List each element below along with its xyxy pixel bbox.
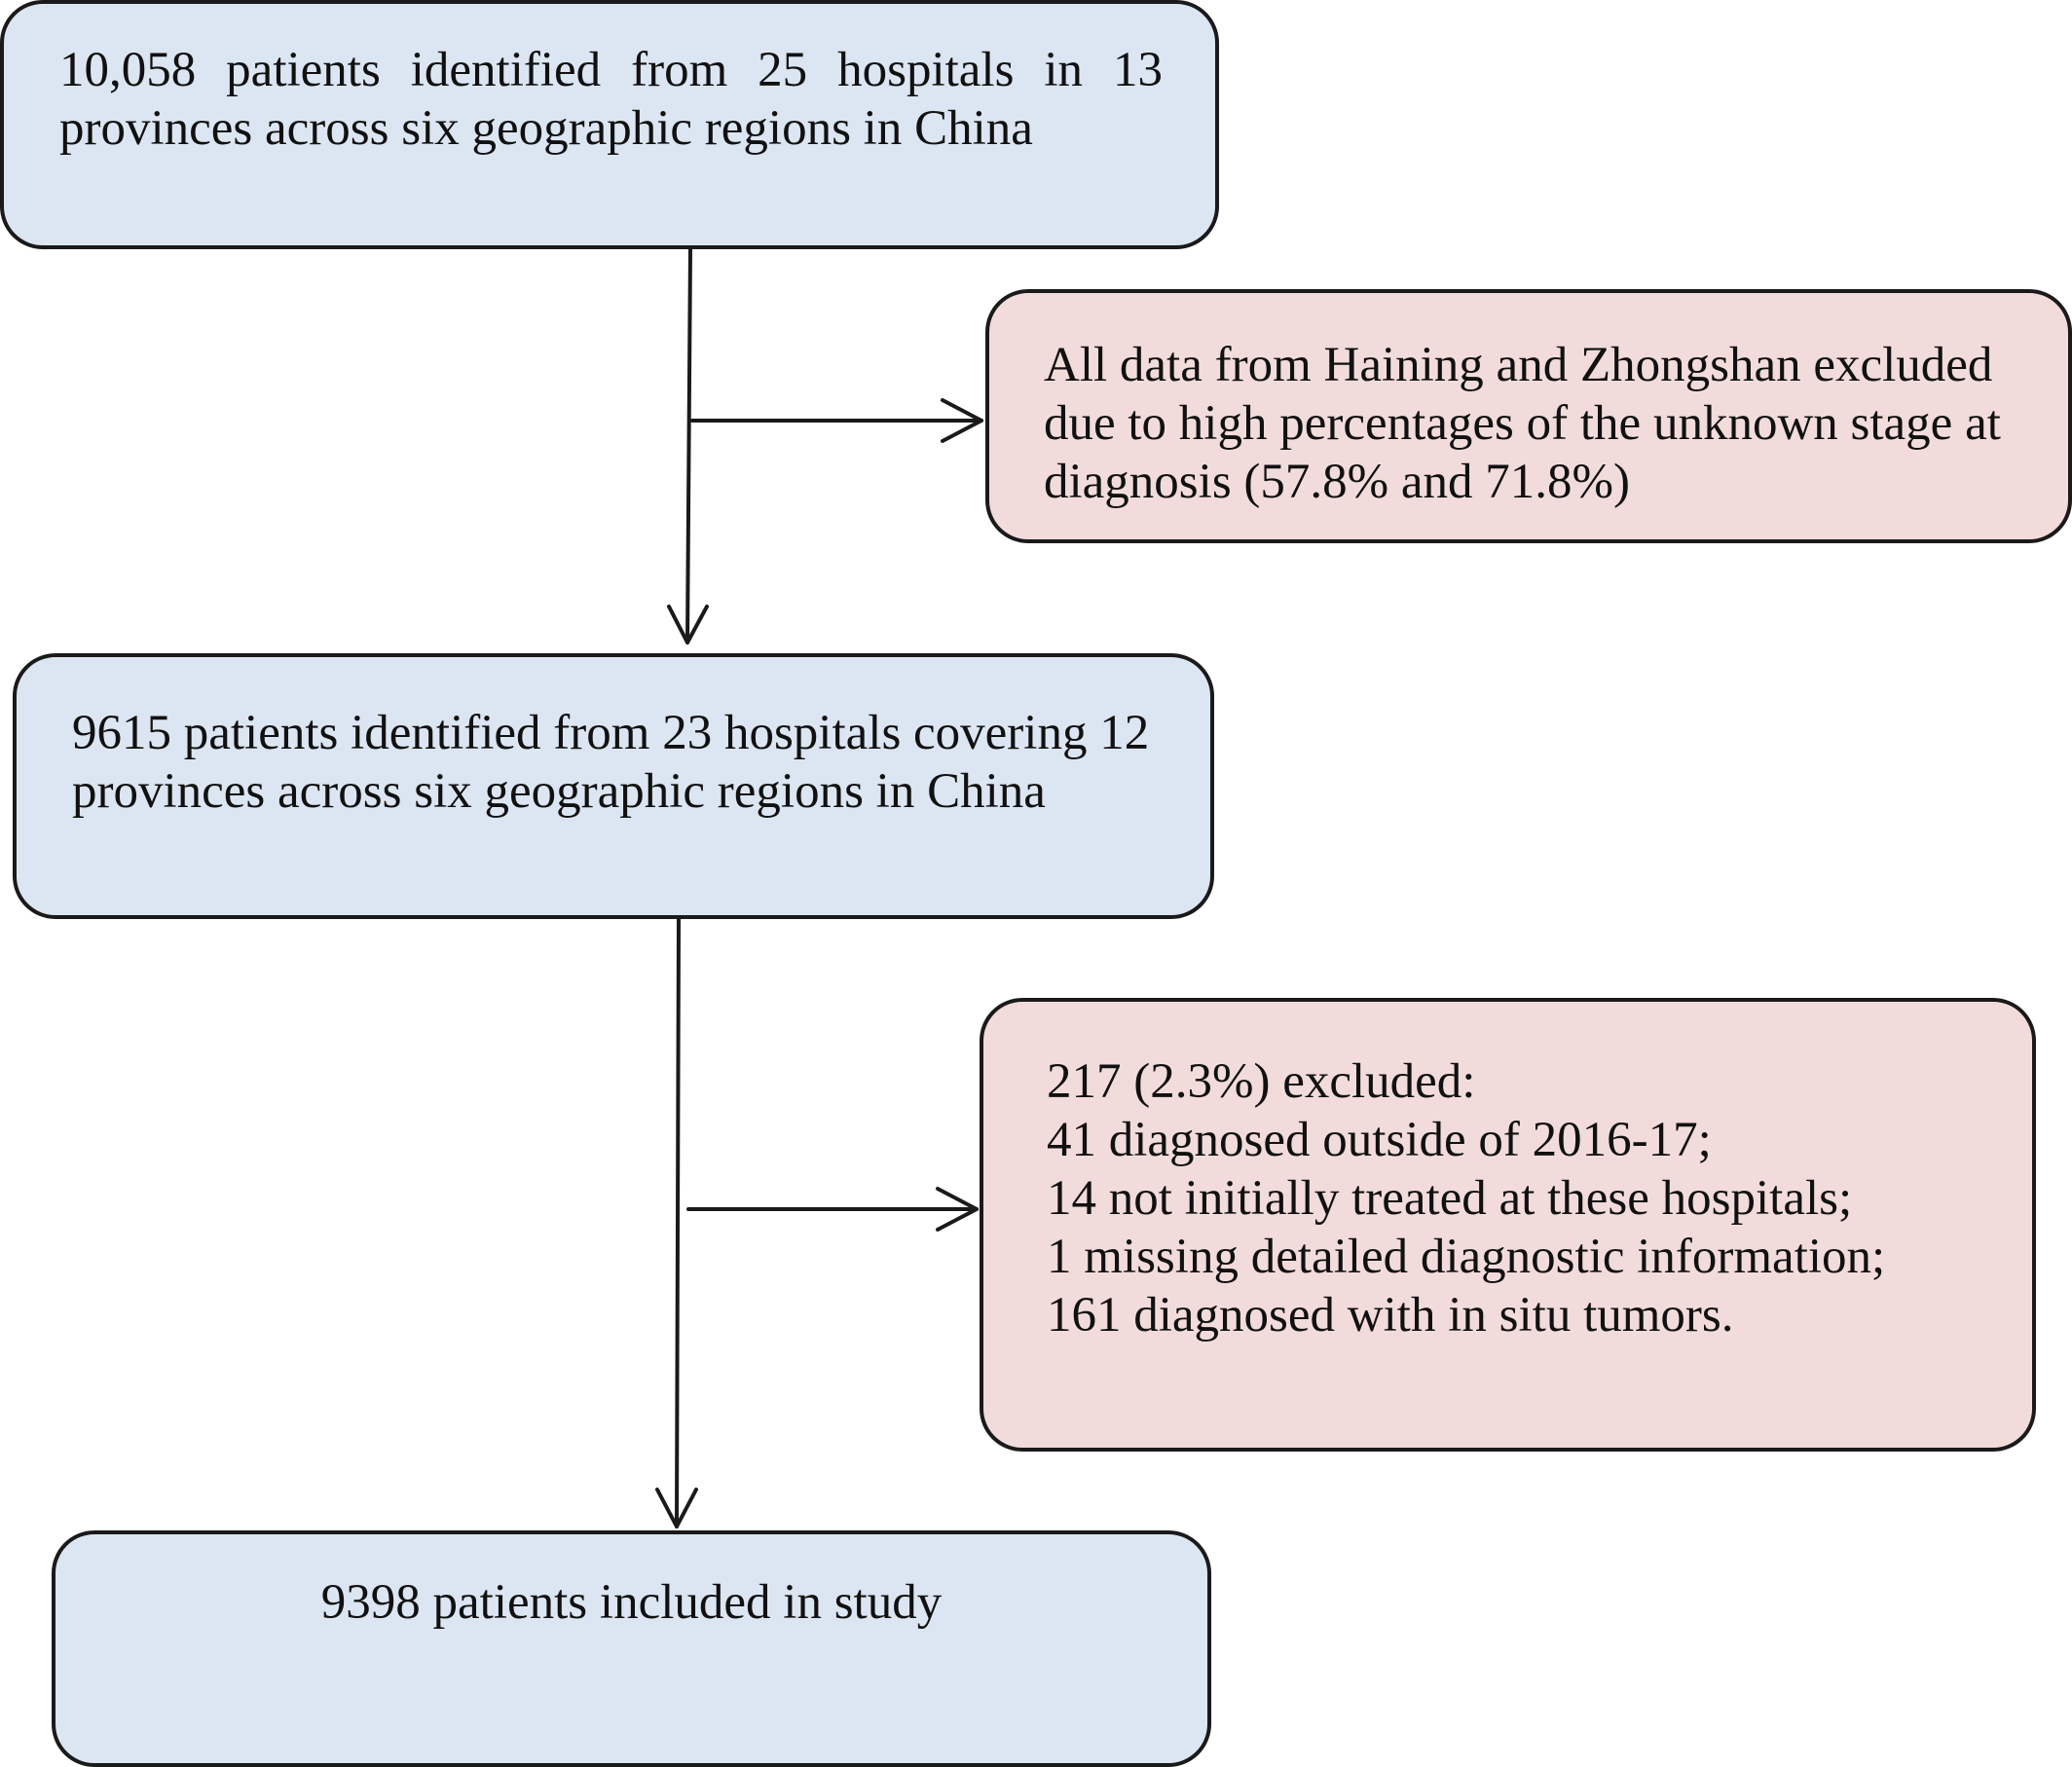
box-text-line: diagnosis (57.8% and 71.8%) bbox=[1044, 455, 1630, 509]
box-text-line: All data from Haining and Zhongshan excl… bbox=[1044, 338, 1993, 392]
box-text-line: 9398 patients included in study bbox=[320, 1575, 943, 1630]
box-text-line: 41 diagnosed outside of 2016-17; bbox=[1047, 1113, 1712, 1167]
box-text-line: 1 missing detailed diagnostic informatio… bbox=[1047, 1230, 1886, 1284]
box-exclusion-haining-zhongshan: All data from Haining and Zhongshan excl… bbox=[985, 289, 2072, 543]
arrowhead-end bbox=[655, 1488, 698, 1528]
arrowhead-exclusion-1 bbox=[941, 398, 983, 443]
box-exclusion-details: 217 (2.3%) excluded: 41 diagnosed outsid… bbox=[980, 998, 2036, 1452]
box-text-line: 161 diagnosed with in situ tumors. bbox=[1047, 1288, 1734, 1343]
box-text-line: due to high percentages of the unknown s… bbox=[1044, 396, 2001, 451]
box-patients-identified-initial: 10,058 patients identified from 25 hospi… bbox=[0, 0, 1219, 249]
arrowhead-exclusion-2 bbox=[936, 1187, 979, 1232]
box-text-line: 14 not initially treated at these hospit… bbox=[1047, 1171, 1853, 1226]
arrowhead-middle bbox=[667, 605, 709, 644]
box-text-line: 217 (2.3%) excluded: bbox=[1047, 1054, 1476, 1109]
box-patients-included: 9398 patients included in study bbox=[52, 1530, 1211, 1767]
box-text-line: 10,058 patients identified from 25 hospi… bbox=[59, 43, 1163, 97]
connector-start-to-middle bbox=[685, 247, 692, 644]
box-text-line: 9615 patients identified from 23 hospita… bbox=[72, 706, 1150, 760]
box-patients-identified-after-exclusion: 9615 patients identified from 23 hospita… bbox=[13, 653, 1214, 919]
connector-middle-to-end bbox=[675, 917, 681, 1528]
box-text-line: provinces across six geographic regions … bbox=[59, 101, 1033, 156]
box-text-line: provinces across six geographic regions … bbox=[72, 764, 1046, 819]
